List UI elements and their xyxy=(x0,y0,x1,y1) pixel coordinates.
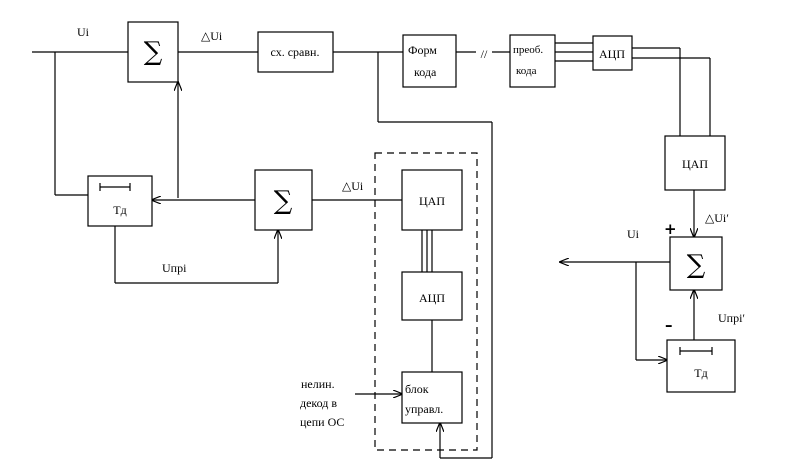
adc-label-feedback: АЦП xyxy=(419,291,445,305)
wires-transmitter xyxy=(32,51,510,459)
code-converter-block: преоб. кода xyxy=(509,34,556,88)
control-label-2: управл. xyxy=(405,402,443,416)
upri-prime-label: Uпрi′ xyxy=(718,311,745,325)
nonlinear-decoder-outline xyxy=(374,152,478,451)
dac-block-feedback: ЦАП xyxy=(401,169,463,231)
code-former-block: Форм кода xyxy=(402,34,457,88)
nonlinear-note-1: нелин. xyxy=(301,377,335,391)
plus-sign: + xyxy=(664,220,677,238)
summator-input: ∑ xyxy=(127,21,179,83)
nonlinear-note-3: цепи ОС xyxy=(300,415,344,429)
summator-feedback-symbol: ∑ xyxy=(274,186,293,216)
code-converter-label-1: преоб. xyxy=(513,44,543,56)
ui-output-label: Ui xyxy=(627,227,640,241)
delta-ui-mid-label: △Ui xyxy=(342,179,364,193)
dac-label-feedback: ЦАП xyxy=(419,194,445,208)
code-former-label-1: Форм xyxy=(408,43,437,57)
upri-label: Uпрi xyxy=(162,261,187,275)
comparator-label: сх. сравн. xyxy=(271,45,320,59)
summator-receiver: ∑ xyxy=(669,236,723,291)
delta-ui-prime-label: △Ui′ xyxy=(705,211,729,225)
code-former-label-2: кода xyxy=(414,65,437,79)
adc-block-feedback: АЦП xyxy=(401,271,463,321)
td-block-transmitter: Тд xyxy=(87,175,153,227)
ui-input-label: Ui xyxy=(77,25,90,39)
dac-block-receiver: ЦАП xyxy=(664,135,726,191)
adc-label-receiver: АЦП xyxy=(599,47,625,61)
nonlinear-note-2: декод в xyxy=(300,396,337,410)
control-label-1: блок xyxy=(405,382,429,396)
td-label-receiver: Тд xyxy=(694,366,707,380)
code-converter-label-2: кода xyxy=(516,65,537,77)
adc-block-receiver: АЦП xyxy=(592,35,633,71)
comparator-block: сх. сравн. xyxy=(257,31,334,73)
control-block: блок управл. xyxy=(401,371,463,424)
summator-input-symbol: ∑ xyxy=(144,37,163,67)
summator-feedback: ∑ xyxy=(254,169,313,231)
summator-receiver-symbol: ∑ xyxy=(687,250,706,280)
minus-sign: – xyxy=(665,316,673,334)
td-block-receiver: Тд xyxy=(666,339,736,393)
delta-ui-top-label: △Ui xyxy=(201,29,223,43)
td-label-transmitter: Тд xyxy=(113,203,126,217)
line-break-mark: // xyxy=(481,47,488,61)
wires-receiver xyxy=(555,42,711,360)
dac-label-receiver: ЦАП xyxy=(682,157,708,171)
